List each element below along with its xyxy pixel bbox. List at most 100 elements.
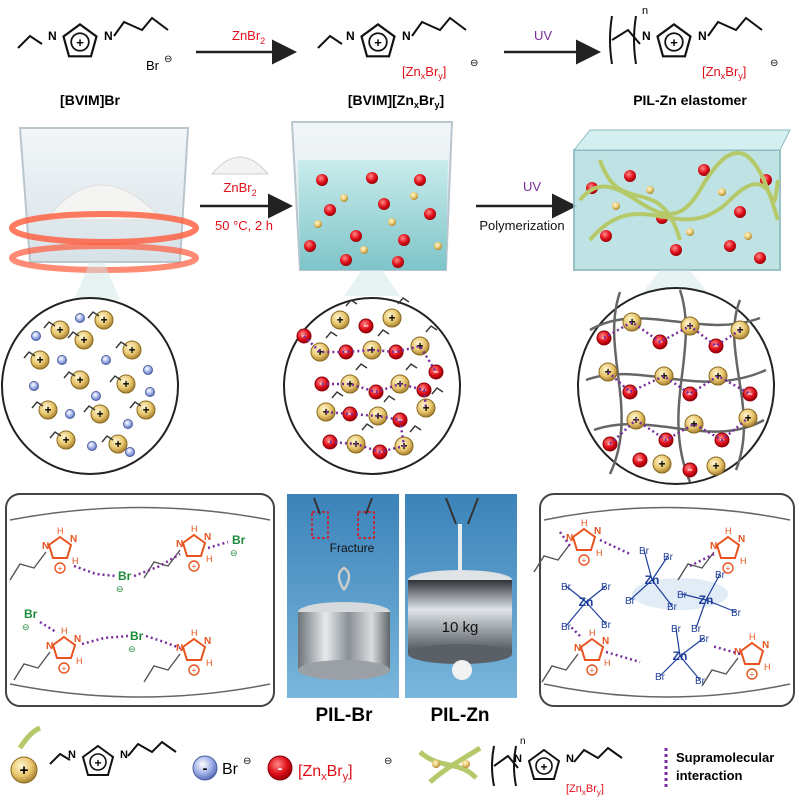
zn-anion-symbol: − xyxy=(327,437,332,447)
cation-bead xyxy=(622,312,642,332)
gel-cation xyxy=(744,232,752,240)
br-anion-bead xyxy=(57,355,67,365)
solution-anion xyxy=(414,174,426,186)
cation-symbol: + xyxy=(115,438,122,451)
supramolecular-link xyxy=(73,564,117,578)
pil-br-label: PIL-Br xyxy=(316,705,374,726)
cation-symbol: + xyxy=(143,404,150,417)
row2-process: Polymerization xyxy=(479,218,564,233)
zinc-bromide-ligand xyxy=(643,549,653,581)
imidazolium-atom: H xyxy=(581,518,588,528)
supramolecular-link xyxy=(599,538,631,556)
imidazolium-atom: + xyxy=(62,664,67,673)
butyl-tail xyxy=(533,543,571,573)
butyl-tail xyxy=(677,551,715,581)
solution-anion xyxy=(392,256,404,268)
vinyl-tail xyxy=(31,401,44,409)
svg-text:⊖: ⊖ xyxy=(384,756,392,767)
cation-symbol: + xyxy=(389,312,396,325)
zinc-bromide-ligand xyxy=(679,655,701,681)
cation-bead xyxy=(382,308,402,328)
imidazolium-atom: N xyxy=(176,539,183,550)
gel-cation xyxy=(646,186,654,194)
zn-anion-symbol: − xyxy=(393,347,398,357)
br-anion-bead xyxy=(31,331,41,341)
polymer-chain xyxy=(732,299,746,471)
zn-anion-symbol: − xyxy=(637,455,642,465)
cation-symbol: + xyxy=(81,334,88,347)
cation-symbol: + xyxy=(713,460,720,473)
imidazolium-atom: N xyxy=(204,636,211,647)
row2-condition: 50 °C, 2 h xyxy=(215,218,273,233)
polymer-chain xyxy=(677,289,692,483)
br-anion-bead xyxy=(143,365,153,375)
gel-anion xyxy=(600,230,612,242)
imidazolium-ring xyxy=(47,535,73,559)
gel-anion xyxy=(724,240,736,252)
cation-bead xyxy=(136,400,156,420)
supramolecular-link xyxy=(207,540,229,550)
zinc-bromide-ligand: Br xyxy=(625,596,636,607)
vinyl-tail xyxy=(129,401,142,409)
zinc-bromide-ligand: Br xyxy=(561,582,572,593)
zinc-bromide-ligand xyxy=(679,637,705,657)
cation-symbol: + xyxy=(317,346,324,359)
cation-bead xyxy=(410,336,430,356)
cation-symbol: + xyxy=(417,340,424,353)
vinyl-tail xyxy=(409,425,422,433)
cation-bead xyxy=(38,400,58,420)
halide-ion: ⊖ xyxy=(230,548,238,558)
svg-text:N: N xyxy=(402,29,411,43)
br-anion-bead xyxy=(145,387,155,397)
cation-symbol: + xyxy=(337,314,344,327)
powder-pile-icon xyxy=(210,156,270,175)
gel-cation xyxy=(612,202,620,210)
vinyl-tail xyxy=(49,431,62,439)
halide-ion: Br xyxy=(130,629,144,643)
br-anion-bead xyxy=(123,419,133,429)
cation-bead xyxy=(738,408,758,428)
vinyl-tail xyxy=(361,423,374,431)
imidazolium-atom: H xyxy=(725,526,732,536)
zinc-bromide-ligand: Br xyxy=(715,570,726,581)
svg-text:-: - xyxy=(278,760,283,776)
halide-ion: Br xyxy=(118,569,132,583)
cation-bead xyxy=(116,374,136,394)
cation-bead xyxy=(416,398,436,418)
solution-anion xyxy=(340,254,352,266)
imidazolium-atom: N xyxy=(566,533,573,544)
legend-network-icon xyxy=(418,745,482,784)
cation-symbol: + xyxy=(375,410,382,423)
vinyl-tail xyxy=(23,351,36,359)
zn-anion-symbol: − xyxy=(363,321,368,331)
vinyl-tail xyxy=(101,435,114,443)
vinyl-tail xyxy=(405,363,418,371)
imidazolium-atom: H xyxy=(76,656,83,666)
imidazolium-atom xyxy=(586,664,598,676)
legend-supra-line2: interaction xyxy=(676,768,743,783)
supramolecular-link xyxy=(325,410,406,454)
cation-bead xyxy=(56,430,76,450)
polymer-particles: +++++++++++−−−−−−−−−−− xyxy=(585,289,767,483)
zinc-bromide-ligand: Br xyxy=(601,620,612,631)
zinc-bromide-ligand xyxy=(651,555,669,581)
svg-text:⊖: ⊖ xyxy=(470,58,478,69)
gel-anion xyxy=(754,252,766,264)
svg-text:[ZnxBry]: [ZnxBry] xyxy=(566,783,604,797)
zinc-bromide-ligand xyxy=(705,573,721,601)
arrow1-reagent: ZnBr2 xyxy=(232,28,265,46)
bvim-znbr-structure: + N N [ZnxBry] ⊖ xyxy=(317,16,478,81)
cation-symbol: + xyxy=(661,370,668,383)
zinc-bromide-ligand xyxy=(585,601,607,625)
complex-particles: ++++++++++++−−−−−−−−−−−− xyxy=(296,297,444,460)
vinyl-tail xyxy=(331,391,344,399)
cation-bead xyxy=(94,310,114,330)
imidazolium-ring xyxy=(739,641,765,665)
br-anion-bead xyxy=(29,381,39,391)
zn-anion-symbol: − xyxy=(343,347,348,357)
cation-symbol: + xyxy=(123,378,130,391)
ring-n2: N xyxy=(104,29,113,43)
svg-text:-: - xyxy=(203,760,208,776)
solution-anion xyxy=(350,230,362,242)
